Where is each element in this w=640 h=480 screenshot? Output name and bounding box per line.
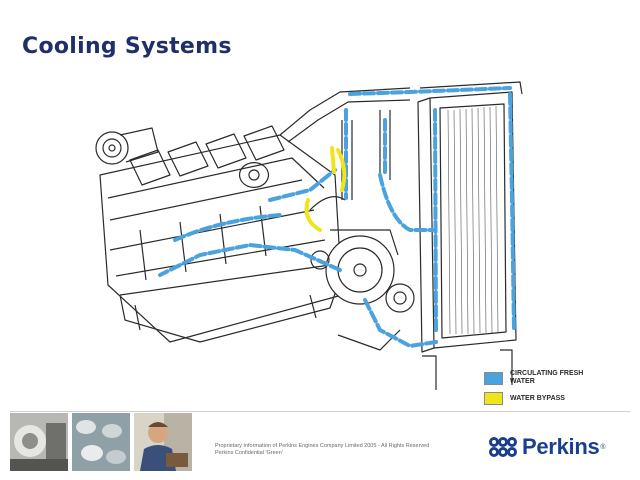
legend-label: CIRCULATING FRESH WATER [510,370,584,385]
turbocharger [95,127,159,165]
swatch-yellow [484,392,503,405]
slide-title: Cooling Systems [22,34,232,59]
legal-notice: Proprietary Information of Perkins Engin… [215,443,485,457]
swatch-blue [484,371,503,385]
perkins-logo: Perkins ® [488,434,606,460]
legal-line-2: Perkins Confidential 'Green' [215,450,283,456]
legend: CIRCULATING FRESH WATER WATER BYPASS [484,370,600,411]
fresh-water-flow [158,86,516,349]
engine-block [99,87,415,351]
perkins-mark-icon [489,437,517,457]
water-bypass-flow [304,146,347,232]
engineer-photo [134,413,192,471]
footer-photo-strip [10,413,192,473]
legend-label: WATER BYPASS [510,394,565,402]
brand-name: Perkins [522,434,600,459]
legend-item-circulating-fresh-water: CIRCULATING FRESH WATER [484,370,600,386]
engine-cooling-diagram [95,81,523,390]
legal-line-1: Proprietary Information of Perkins Engin… [215,443,430,449]
engine-photo [10,413,68,471]
legend-item-water-bypass: WATER BYPASS [484,392,600,405]
registered-mark: ® [600,443,606,451]
parts-photo [72,413,130,471]
radiator-fins [447,105,499,335]
footer-divider [10,411,630,412]
